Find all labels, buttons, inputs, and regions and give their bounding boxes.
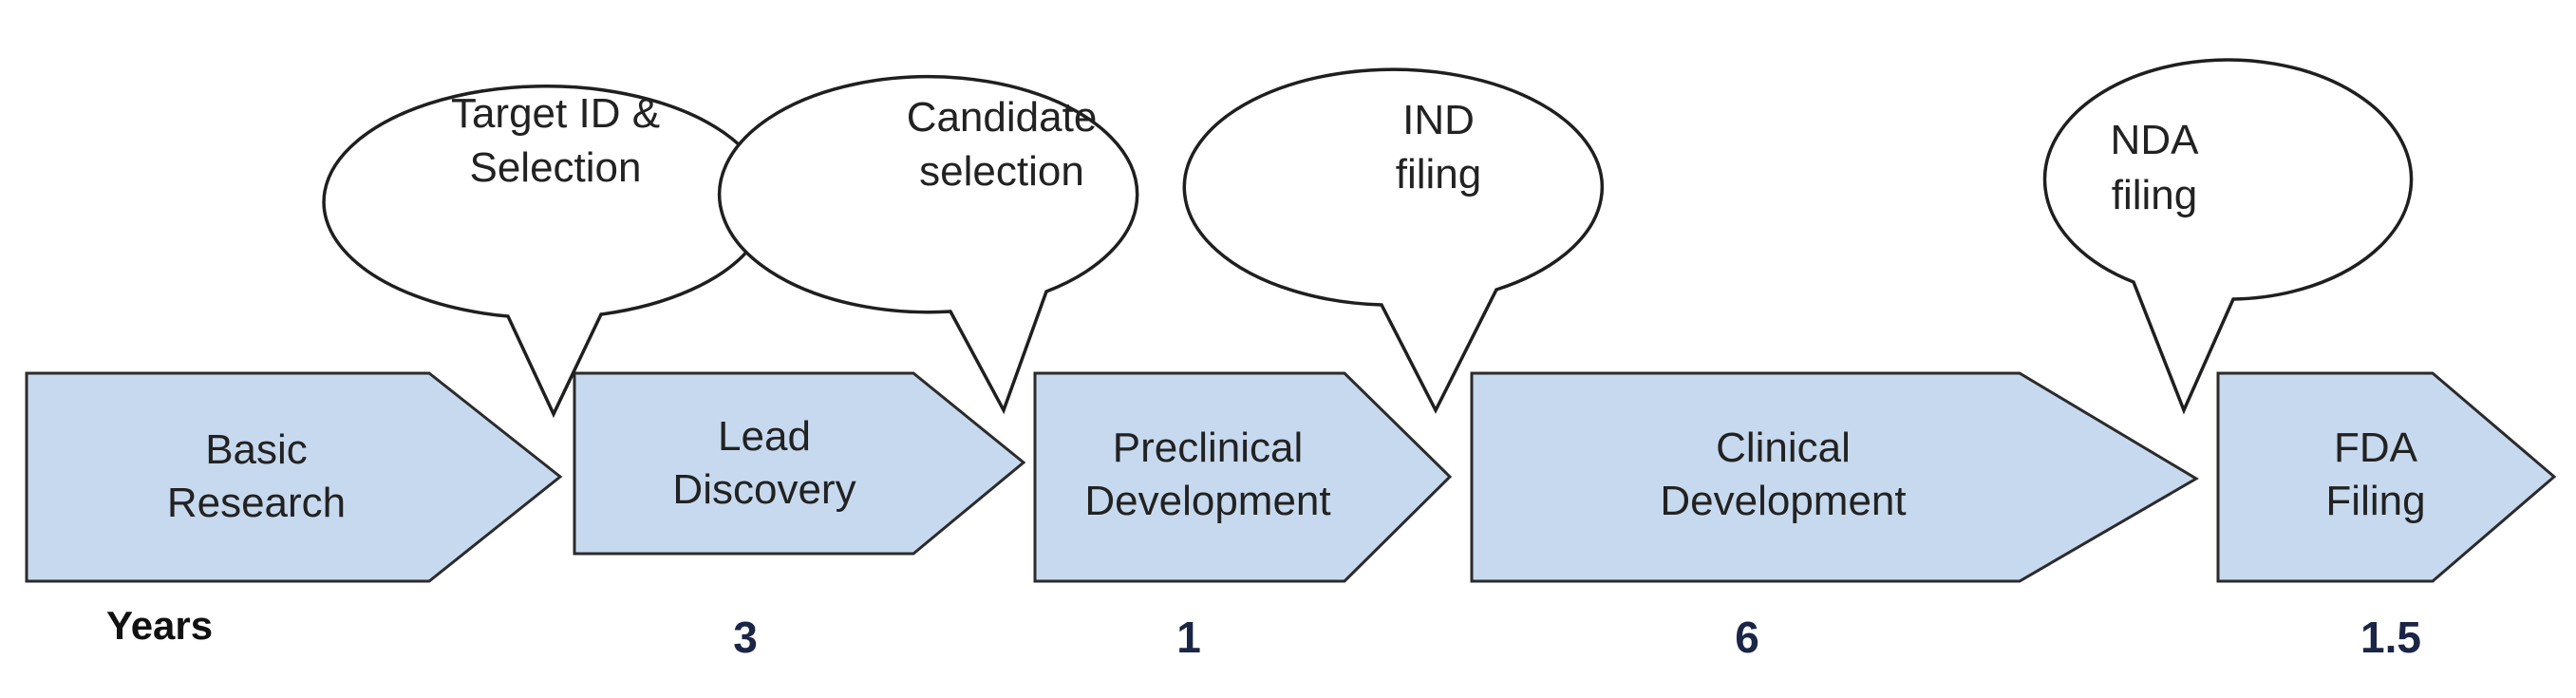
stage-label-line1: Preclinical	[1113, 424, 1304, 471]
stage-label-line1: Lead	[718, 413, 811, 460]
stage-arrow-shape	[1033, 371, 1453, 583]
timeline-years-row: Years 3 1 6 1.5	[106, 603, 2421, 662]
milestone-label-line2: Selection	[469, 144, 641, 191]
milestone-ind-filing: IND filing	[1182, 67, 1605, 414]
stage-label-line2: Development	[1084, 478, 1330, 524]
milestone-target-id-selection: Target ID & Selection	[322, 85, 770, 419]
milestone-label-line2: filing	[1396, 151, 1482, 198]
speech-bubble-shape	[2042, 58, 2414, 415]
stage-preclinical-development: Preclinical Development	[1033, 371, 1453, 583]
stage-clinical-development: Clinical Development	[1470, 371, 2199, 583]
stage-label-line1: Basic	[205, 426, 308, 473]
stage-label-line2: Development	[1660, 478, 1906, 524]
milestone-label-line2: selection	[919, 148, 1084, 195]
stage-basic-research: Basic Research	[25, 371, 563, 583]
duration-preclinical-development: 1	[1176, 613, 1201, 662]
milestone-label-line2: filing	[2112, 172, 2198, 218]
stage-fda-filing: FDA Filing	[2216, 371, 2557, 583]
milestone-label-line1: Target ID &	[451, 90, 660, 137]
milestone-candidate-selection: Candidate selection	[717, 74, 1139, 415]
stage-label-line2: Research	[167, 480, 346, 526]
stage-arrow-shape	[1470, 371, 2199, 583]
speech-bubble-shape	[717, 74, 1139, 415]
speech-bubble-shape	[1182, 67, 1605, 414]
stage-arrow-shape	[573, 371, 1026, 556]
milestone-label-line1: NDA	[2111, 117, 2200, 163]
milestone-nda-filing: NDA filing	[2042, 58, 2414, 415]
milestone-label-line1: Candidate	[907, 94, 1098, 141]
stage-label-line1: FDA	[2334, 424, 2418, 471]
duration-fda-filing: 1.5	[2360, 613, 2421, 662]
stage-label-line2: Filing	[2325, 478, 2425, 524]
duration-lead-discovery: 3	[733, 613, 758, 662]
stage-arrow-shape	[2216, 371, 2557, 583]
milestone-label-line1: IND	[1402, 97, 1475, 143]
duration-clinical-development: 6	[1735, 613, 1759, 662]
milestone-bubbles: Target ID & Selection Candidate selectio…	[322, 58, 2414, 419]
stage-arrows: Basic Research Lead Discovery Preclinica…	[25, 371, 2557, 583]
stage-label-line1: Clinical	[1716, 424, 1851, 471]
stage-label-line2: Discovery	[672, 466, 856, 513]
stage-lead-discovery: Lead Discovery	[573, 371, 1026, 556]
stage-arrow-shape	[25, 371, 563, 583]
years-label: Years	[106, 603, 213, 648]
speech-bubble-shape	[322, 85, 770, 419]
